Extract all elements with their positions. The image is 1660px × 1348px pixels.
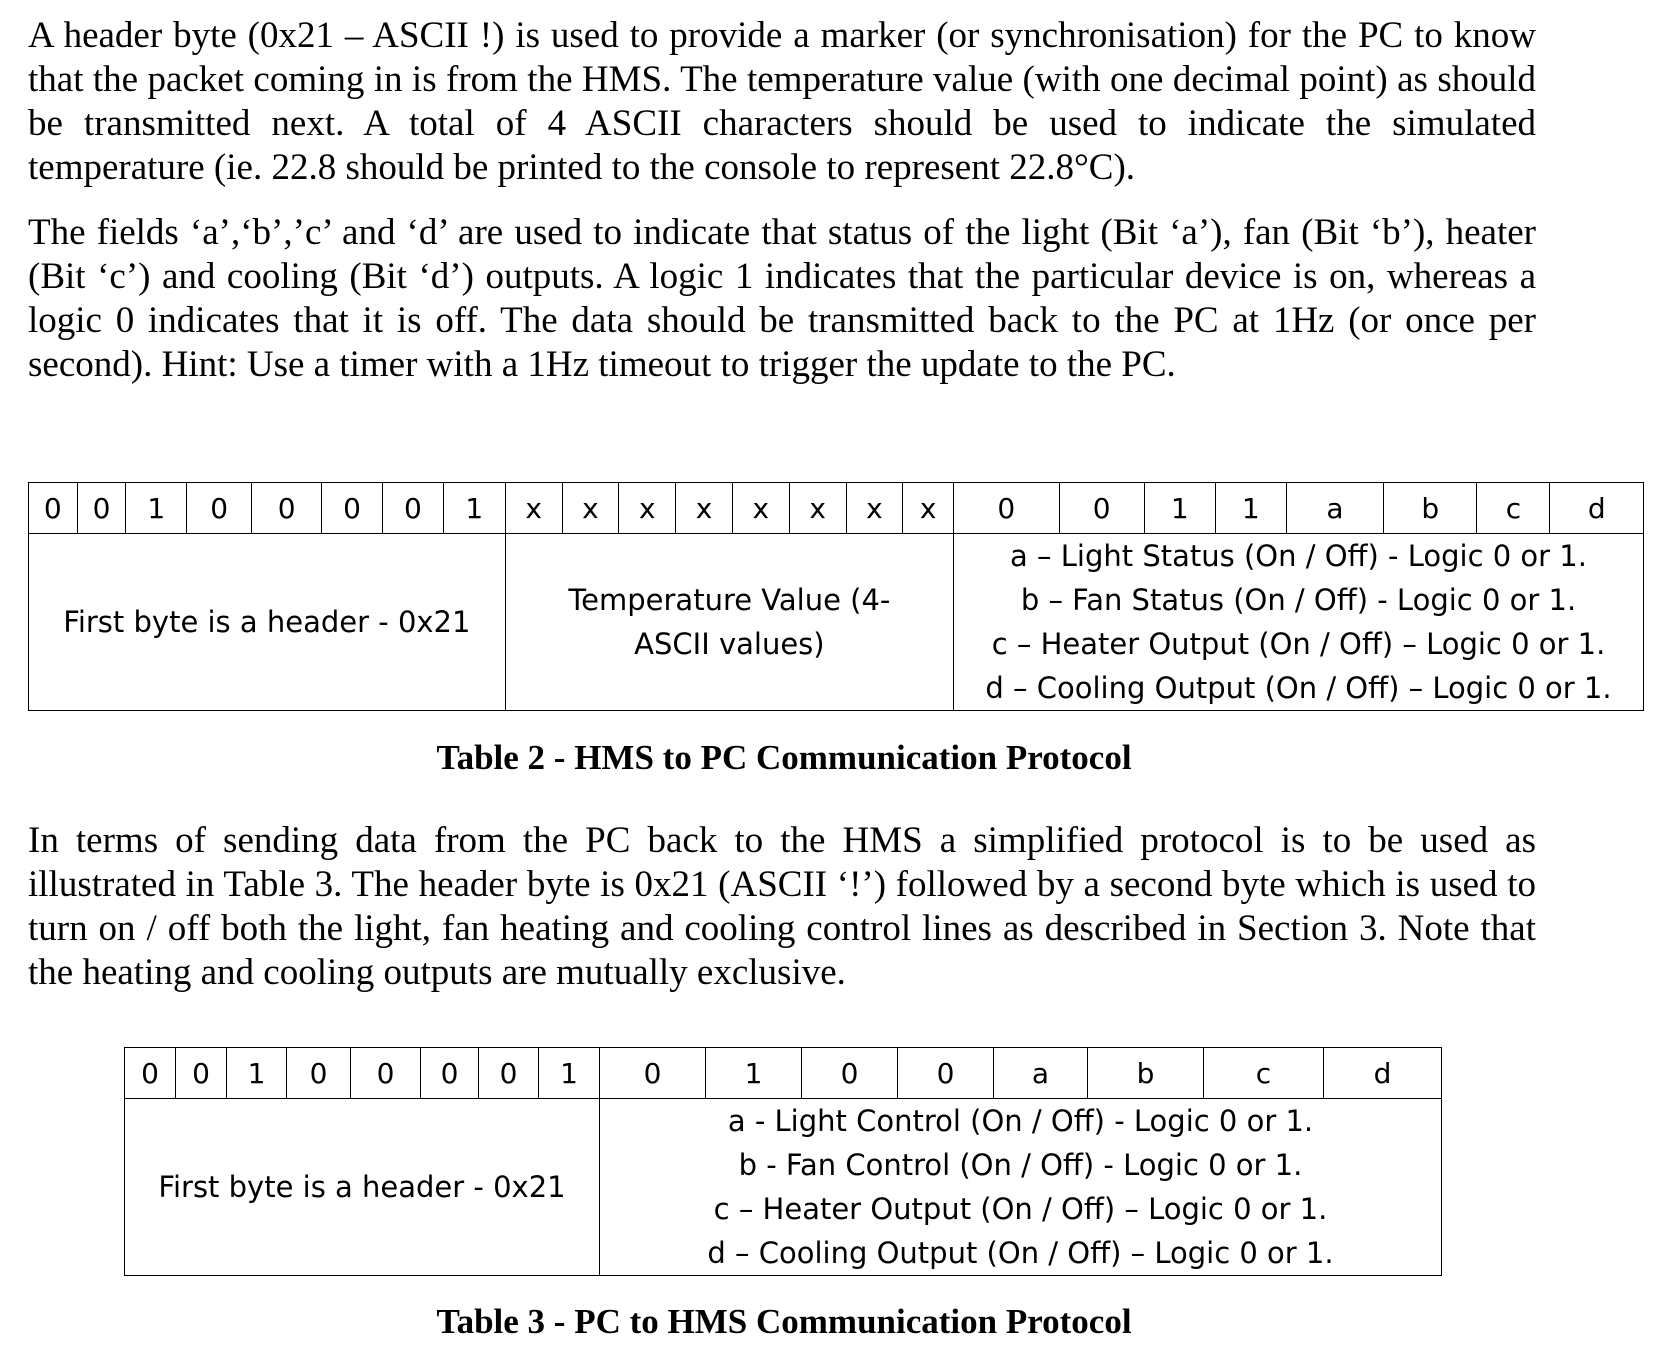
header-description: First byte is a header - 0x21 [124,1098,600,1276]
bit-cell: 1 [125,482,188,534]
bit-cell: 1 [538,1047,600,1099]
bit-cell: a [1285,482,1385,534]
bit-cell: c [1476,482,1551,534]
table3-caption: Table 3 - PC to HMS Communication Protoc… [436,1302,1132,1341]
bit-cell: x [504,482,563,534]
control-line-c: c – Heater Output (On / Off) – Logic 0 o… [713,1192,1328,1226]
table3-description-row: First byte is a header - 0x21 a - Light … [124,1098,1442,1276]
bit-cell: 0 [321,482,383,534]
bit-cell: 0 [1058,482,1145,534]
bit-cell: x [675,482,733,534]
status-line-a: a – Light Status (On / Off) - Logic 0 or… [1010,539,1587,573]
paragraph-status-fields: The fields ‘a’,‘b’,’c’ and ‘d’ are used … [28,212,1536,385]
bit-cell: 0 [801,1047,898,1099]
bit-cell: d [1549,482,1644,534]
table2-bits-row: 0 0 1 0 0 0 0 1 x x x x x x x x 0 0 1 1 … [28,482,1644,534]
bit-cell: b [1087,1047,1204,1099]
table2-caption: Table 2 - HMS to PC Communication Protoc… [436,738,1132,777]
status-line-b: b – Fan Status (On / Off) - Logic 0 or 1… [1020,583,1577,617]
bit-cell: 0 [175,1047,227,1099]
bit-cell: 0 [897,1047,994,1099]
bit-cell: x [561,482,620,534]
bit-cell: 1 [705,1047,802,1099]
bit-cell: d [1323,1047,1442,1099]
bit-cell: x [902,482,955,534]
bit-cell: 0 [382,482,444,534]
bit-cell: 0 [478,1047,539,1099]
table-hms-to-pc-protocol: 0 0 1 0 0 0 0 1 x x x x x x x x 0 0 1 1 … [28,482,1644,711]
bit-cell: 0 [953,482,1060,534]
bit-cell: 0 [599,1047,706,1099]
control-line-b: b - Fan Control (On / Off) - Logic 0 or … [738,1148,1303,1182]
status-description: a – Light Status (On / Off) - Logic 0 or… [953,533,1644,711]
bit-cell: 0 [76,482,127,534]
bit-cell: 0 [28,482,78,534]
control-line-a: a - Light Control (On / Off) - Logic 0 o… [727,1104,1314,1138]
bit-cell: 0 [186,482,253,534]
table3-bits-row: 0 0 1 0 0 0 0 1 0 1 0 0 a b c d [124,1047,1442,1099]
paragraph-header-byte: A header byte (0x21 – ASCII !) is used t… [28,15,1536,188]
bit-cell: b [1383,482,1478,534]
bit-cell: x [731,482,790,534]
paragraph-pc-to-hms: In terms of sending data from the PC bac… [28,820,1536,993]
temperature-description: Temperature Value (4-ASCII values) [504,533,955,711]
bit-cell: 1 [1214,482,1287,534]
bit-cell: 0 [286,1047,351,1099]
control-description: a - Light Control (On / Off) - Logic 0 o… [599,1098,1442,1276]
bit-cell: 1 [1143,482,1216,534]
status-line-d: d – Cooling Output (On / Off) – Logic 0 … [985,671,1612,705]
bit-cell: a [993,1047,1088,1099]
bit-cell: x [788,482,847,534]
bit-cell: x [845,482,904,534]
bit-cell: 1 [226,1047,287,1099]
table2-description-row: First byte is a header - 0x21 Temperatur… [28,533,1644,711]
header-description: First byte is a header - 0x21 [28,533,506,711]
bit-cell: 0 [350,1047,421,1099]
table-pc-to-hms-protocol: 0 0 1 0 0 0 0 1 0 1 0 0 a b c d First by… [124,1047,1442,1276]
bit-cell: c [1203,1047,1324,1099]
bit-cell: x [618,482,677,534]
bit-cell: 1 [442,482,506,534]
bit-cell: 0 [124,1047,176,1099]
bit-cell: 0 [251,482,323,534]
status-line-c: c – Heater Output (On / Off) – Logic 0 o… [991,627,1606,661]
bit-cell: 0 [420,1047,479,1099]
control-line-d: d – Cooling Output (On / Off) – Logic 0 … [707,1236,1334,1270]
